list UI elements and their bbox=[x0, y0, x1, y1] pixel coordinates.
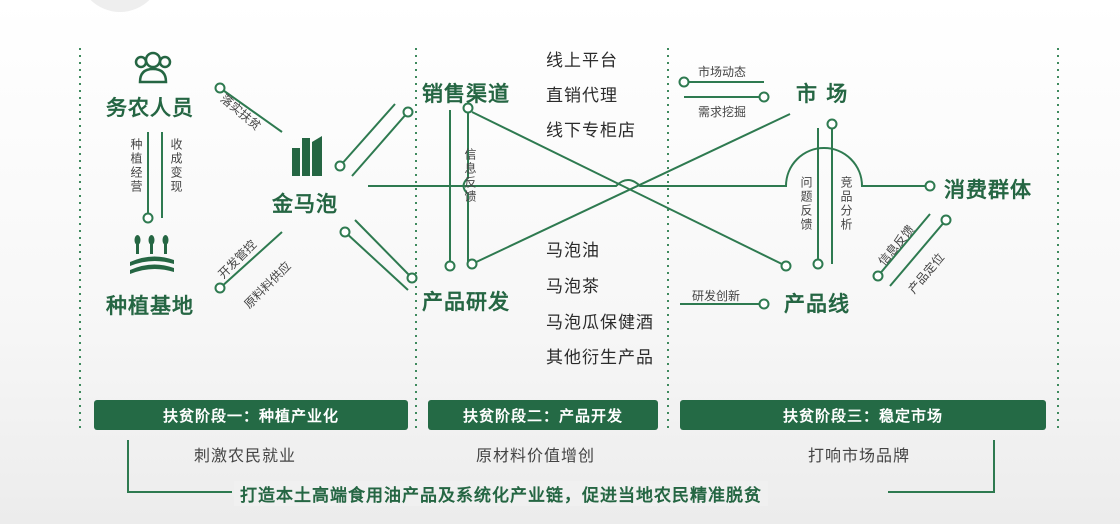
product-item: 马泡茶 bbox=[546, 277, 600, 297]
label-issue: 问题反馈 bbox=[799, 176, 813, 232]
channel-item: 直销代理 bbox=[546, 86, 618, 106]
stage-banner-3: 扶贫阶段三：稳定市场 bbox=[680, 400, 1046, 430]
node-consumers: 消费群体 bbox=[944, 178, 1032, 202]
label-income: 收成变现 bbox=[169, 138, 183, 194]
label-demand: 需求挖掘 bbox=[698, 105, 747, 119]
channel-item: 线上平台 bbox=[546, 51, 618, 71]
label-plant: 种植经营 bbox=[129, 138, 143, 194]
label-market-trend: 市场动态 bbox=[698, 65, 747, 79]
slogan: 打造本土高端食用油产品及系统化产业链，促进当地农民精准脱贫 bbox=[234, 481, 768, 506]
stage-result-1: 刺激农民就业 bbox=[194, 446, 297, 465]
stage-result-3: 打响市场品牌 bbox=[808, 446, 911, 465]
node-company: 金马泡 bbox=[272, 192, 338, 216]
node-line: 产品线 bbox=[784, 292, 850, 316]
product-item: 马泡瓜保健酒 bbox=[546, 313, 654, 333]
label-competitor: 竞品分析 bbox=[839, 176, 853, 232]
product-item: 其他衍生产品 bbox=[546, 348, 654, 368]
label-innovate: 研发创新 bbox=[692, 289, 741, 303]
building-icon bbox=[292, 136, 322, 176]
node-rnd: 产品研发 bbox=[422, 290, 510, 314]
channel-item: 线下专柜店 bbox=[546, 121, 636, 141]
stage-result-2: 原材料价值增创 bbox=[476, 446, 596, 465]
wheat-field-icon bbox=[130, 235, 174, 274]
node-sales: 销售渠道 bbox=[422, 82, 510, 106]
label-feedback: 信息反馈 bbox=[463, 148, 477, 204]
product-item: 马泡油 bbox=[546, 241, 600, 261]
node-base: 种植基地 bbox=[106, 294, 194, 318]
people-icon bbox=[134, 51, 172, 84]
node-farmers: 务农人员 bbox=[106, 96, 194, 120]
stage-banner-1: 扶贫阶段一：种植产业化 bbox=[94, 400, 408, 430]
stage-banner-2: 扶贫阶段二：产品开发 bbox=[428, 400, 658, 430]
node-market: 市 场 bbox=[796, 82, 849, 106]
